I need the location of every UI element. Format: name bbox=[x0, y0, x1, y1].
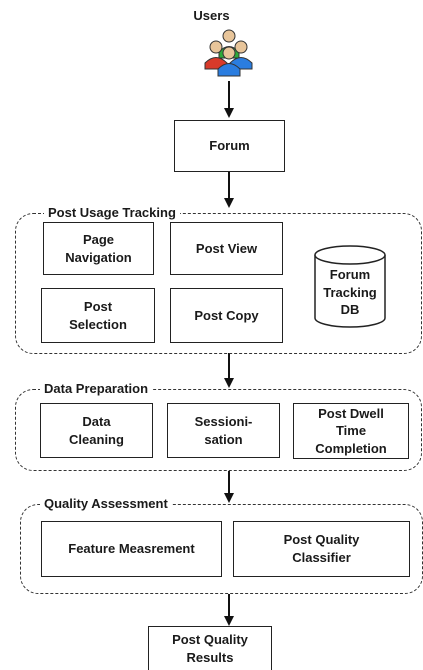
post-quality-classifier-label: Post Quality Classifier bbox=[283, 532, 360, 565]
feature-measurement-box: Feature Measrement bbox=[41, 521, 222, 577]
users-group-icon bbox=[204, 29, 253, 77]
feature-measurement-label: Feature Measrement bbox=[68, 541, 195, 557]
post-quality-classifier-box: Post Quality Classifier bbox=[233, 521, 410, 577]
post-dwell-label: Post Dwell Time Completion bbox=[315, 405, 387, 456]
forum-tracking-db-label: Forum Tracking DB bbox=[323, 267, 377, 318]
post-usage-tracking-title: Post Usage Tracking bbox=[44, 205, 180, 220]
sessionisation-box: Sessioni- sation bbox=[167, 403, 280, 458]
forum-box: Forum bbox=[174, 120, 285, 172]
forum-label: Forum bbox=[209, 138, 250, 154]
data-cleaning-box: Data Cleaning bbox=[40, 403, 153, 458]
page-navigation-label: Page Navigation bbox=[65, 231, 132, 265]
post-selection-box: Post Selection bbox=[41, 288, 155, 343]
forum-tracking-db-cylinder bbox=[314, 245, 386, 328]
users-label: Users bbox=[193, 8, 230, 23]
post-usage-tracking-group bbox=[15, 213, 422, 354]
data-cleaning-label: Data Cleaning bbox=[69, 413, 124, 447]
post-dwell-box: Post Dwell Time Completion bbox=[293, 403, 409, 459]
post-copy-label: Post Copy bbox=[194, 307, 259, 323]
post-selection-label: Post Selection bbox=[69, 298, 127, 332]
post-copy-box: Post Copy bbox=[170, 288, 283, 343]
data-preparation-group bbox=[15, 389, 422, 471]
data-preparation-title: Data Preparation bbox=[40, 381, 153, 396]
post-view-label: Post View bbox=[195, 240, 258, 256]
sessionisation-label: Sessioni- sation bbox=[194, 413, 253, 447]
quality-assessment-title: Quality Assessment bbox=[40, 496, 172, 511]
post-quality-results-box: Post Quality Results bbox=[148, 626, 272, 670]
post-view-box: Post View bbox=[170, 222, 283, 275]
page-navigation-box: Page Navigation bbox=[43, 222, 154, 275]
post-quality-results-label: Post Quality Results bbox=[172, 631, 248, 665]
